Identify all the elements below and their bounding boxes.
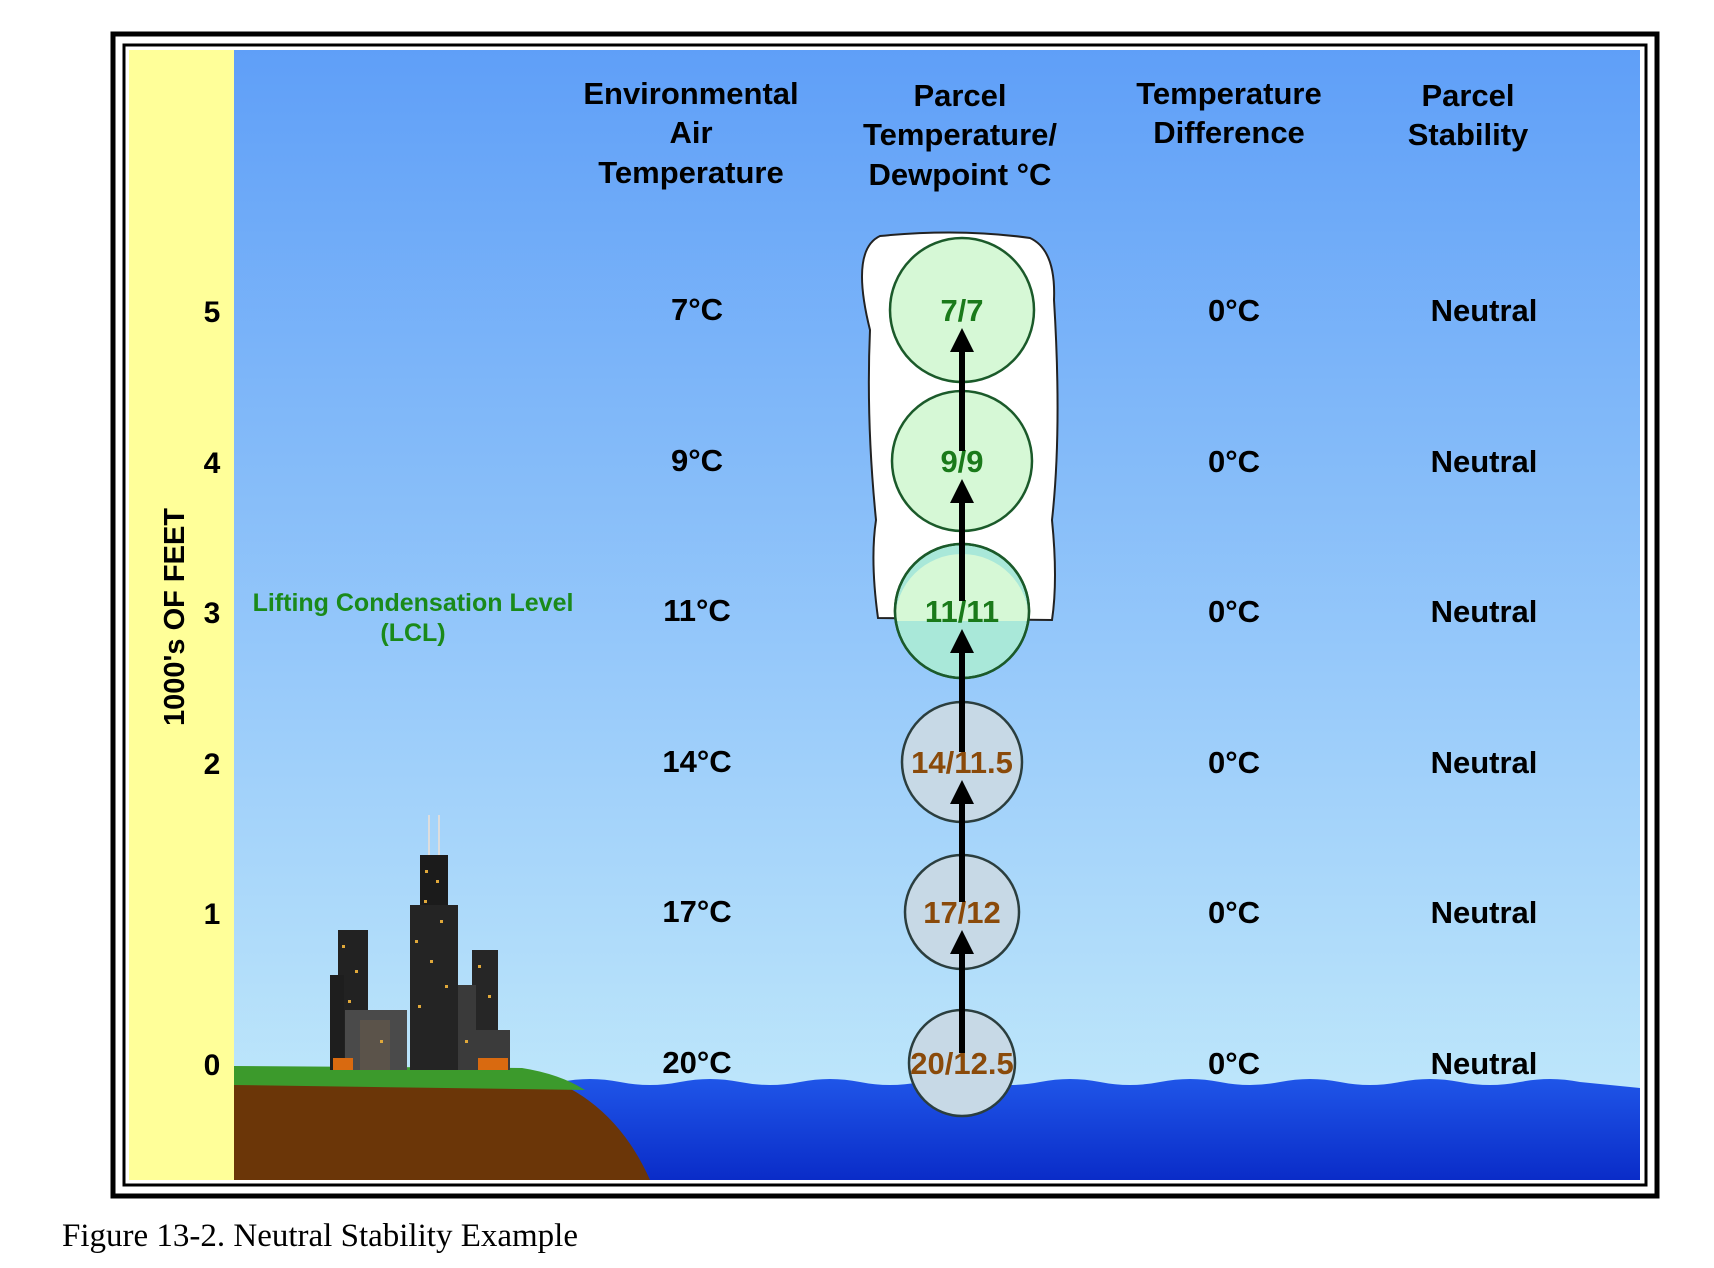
header-stability-line1: Parcel — [1421, 78, 1514, 113]
temp-diff-4: 0°C — [1208, 444, 1260, 479]
altitude-label-2: 2 — [204, 748, 221, 781]
temp-diff-3: 0°C — [1208, 594, 1260, 629]
altitude-label-0: 0 — [204, 1049, 221, 1082]
temp-diff-1: 0°C — [1208, 895, 1260, 930]
env-temp-5: 7°C — [671, 292, 723, 327]
altitude-axis-label: 1000's OF FEET — [159, 508, 191, 726]
tower-far-left — [330, 975, 344, 1070]
row-5: 5 7°C 7/7 0°C Neutral — [204, 236, 1538, 384]
lcl-label-line1: Lifting Condensation Level — [253, 589, 574, 617]
stability-0: Neutral — [1431, 1046, 1538, 1081]
orange-awning-right — [478, 1058, 508, 1070]
stability-1: Neutral — [1431, 895, 1538, 930]
env-temp-4: 9°C — [671, 443, 723, 478]
figure-caption: Figure 13-2. Neutral Stability Example — [62, 1218, 578, 1254]
altitude-label-5: 5 — [204, 296, 221, 329]
header-parcel-line1: Parcel — [913, 78, 1006, 113]
temp-diff-0: 0°C — [1208, 1046, 1260, 1081]
altitude-axis-band — [129, 50, 234, 1180]
stability-3: Neutral — [1431, 594, 1538, 629]
lcl-label-line2: (LCL) — [380, 619, 445, 647]
altitude-label-3: 3 — [204, 597, 221, 630]
env-temp-3: 11°C — [663, 593, 731, 628]
tall-tower-antenna-right — [438, 815, 440, 855]
column-headers: Environmental Air Temperature Parcel Tem… — [583, 76, 1529, 192]
water — [560, 1079, 1640, 1180]
tall-tower-antenna-left — [428, 815, 430, 855]
stability-5: Neutral — [1431, 293, 1538, 328]
stability-4: Neutral — [1431, 444, 1538, 479]
orange-awning-left — [333, 1058, 353, 1070]
env-temp-0: 20°C — [662, 1045, 731, 1080]
stability-2: Neutral — [1431, 745, 1538, 780]
altitude-label-1: 1 — [204, 898, 221, 931]
env-temp-1: 17°C — [662, 894, 731, 929]
low-block-mid — [360, 1020, 390, 1070]
inner-frame — [122, 43, 1648, 1187]
parcel-value-5: 7/7 — [940, 293, 983, 328]
header-env-line2: Air — [669, 115, 712, 150]
temp-diff-2: 0°C — [1208, 745, 1260, 780]
grass — [234, 1066, 585, 1090]
env-temp-2: 14°C — [662, 744, 731, 779]
header-parcel-line2: Temperature/ — [863, 117, 1057, 152]
tower-mid — [410, 905, 458, 1070]
temp-diff-5: 0°C — [1208, 293, 1260, 328]
header-parcel-line3: Dewpoint °C — [869, 157, 1052, 192]
header-stability-line2: Stability — [1408, 117, 1529, 152]
header-env-line1: Environmental — [583, 76, 798, 111]
city-skyline — [330, 815, 510, 1070]
altitude-label-4: 4 — [204, 447, 221, 480]
window-lights — [342, 870, 491, 1043]
ground — [234, 1068, 650, 1180]
header-diff-line2: Difference — [1153, 115, 1305, 150]
neutral-stability-diagram: 1000's OF FEET Environmental Air Tempera… — [110, 31, 1660, 1199]
header-env-line3: Temperature — [598, 155, 784, 190]
header-diff-line1: Temperature — [1136, 76, 1322, 111]
